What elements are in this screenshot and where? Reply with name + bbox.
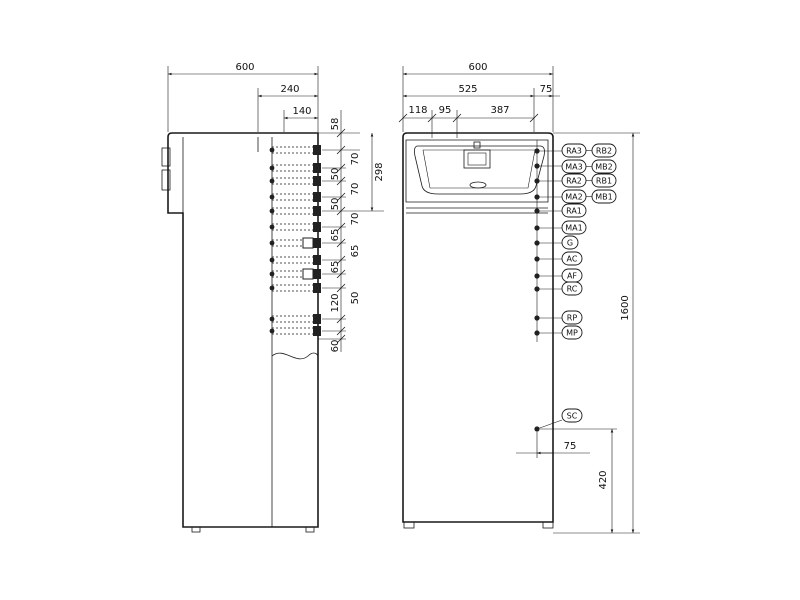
- label-rb1: RB1: [591, 173, 617, 188]
- side-view-body: [161, 132, 319, 533]
- label-rp: RP: [561, 310, 583, 325]
- svg-text:RA1: RA1: [566, 207, 582, 216]
- dim-side-65b: 65: [350, 245, 361, 258]
- pipe: [269, 206, 321, 216]
- label-ma2: MA2: [561, 189, 587, 204]
- label-rc: RC: [561, 281, 583, 296]
- label-ra1: RA1: [561, 203, 587, 218]
- dim-side-50c: 50: [350, 292, 361, 305]
- dim-side-50a: 50: [330, 168, 341, 181]
- svg-text:MB1: MB1: [595, 193, 612, 202]
- svg-text:SC: SC: [567, 412, 578, 421]
- dim-side-50b: 50: [330, 198, 341, 211]
- pipe: [269, 255, 321, 265]
- dim-side-58: 58: [330, 118, 341, 131]
- svg-text:RB1: RB1: [596, 177, 612, 186]
- label-ma3: MA3: [561, 159, 587, 174]
- dim-side-70c: 70: [350, 213, 361, 226]
- side-view-pipes: [269, 145, 321, 336]
- label-rb2: RB2: [591, 143, 617, 158]
- dim-front-width: 600: [468, 62, 487, 73]
- svg-text:RP: RP: [567, 314, 578, 323]
- dim-front-height: 1600: [620, 295, 631, 320]
- label-ra3: RA3: [561, 143, 587, 158]
- pipe: [269, 176, 321, 186]
- svg-text:RB2: RB2: [596, 147, 612, 156]
- svg-text:AC: AC: [567, 255, 578, 264]
- label-mb2: MB2: [591, 159, 617, 174]
- dim-side-width: 600: [235, 62, 254, 73]
- pipe: [269, 222, 321, 232]
- svg-text:RA3: RA3: [566, 147, 582, 156]
- dim-front-95: 95: [439, 105, 452, 116]
- svg-text:MA1: MA1: [565, 224, 582, 233]
- dim-front-420: 420: [598, 470, 609, 489]
- label-mp: MP: [561, 325, 583, 340]
- pipe: [269, 192, 321, 202]
- label-ra2: RA2: [561, 173, 587, 188]
- dim-side-65c: 65: [330, 261, 341, 274]
- side-view-horizontal-dimensions: 600 240 140: [167, 62, 319, 132]
- dim-side-depth-pipes: 140: [292, 106, 311, 117]
- front-view-body: [402, 132, 554, 529]
- svg-text:RA2: RA2: [566, 177, 582, 186]
- dim-front-387: 387: [490, 105, 509, 116]
- label-sc: SC: [561, 408, 583, 423]
- front-view-top-dimensions: 600 525 75 118 95 387: [398, 62, 560, 138]
- front-view: RA3 RB2 MA3 MB2 RA2 RB1 MA2 MB1 RA1 MA1 …: [398, 62, 640, 534]
- pipe: [269, 283, 321, 293]
- dim-side-60: 60: [330, 340, 341, 353]
- svg-text:MP: MP: [566, 329, 578, 338]
- label-mb1: MB1: [591, 189, 617, 204]
- label-af: AF: [561, 268, 583, 283]
- front-view-height-dimension: 1600: [553, 132, 640, 534]
- pipe: [269, 326, 321, 336]
- pipe: [269, 314, 321, 324]
- svg-text:RC: RC: [567, 285, 578, 294]
- dim-front-75-top: 75: [540, 84, 553, 95]
- svg-text:AF: AF: [567, 272, 577, 281]
- front-view-connection-labels: RA3 RB2 MA3 MB2 RA2 RB1 MA2 MB1 RA1 MA1 …: [561, 143, 617, 423]
- dim-side-depth-connections: 240: [280, 84, 299, 95]
- label-g: G: [561, 235, 579, 250]
- label-ma1: MA1: [561, 220, 587, 235]
- side-view: 600 240 140 58 70 50: [161, 62, 385, 533]
- dim-front-525: 525: [458, 84, 477, 95]
- dim-side-70a: 70: [350, 153, 361, 166]
- pipe: [269, 237, 321, 249]
- dim-side-65a: 65: [330, 229, 341, 242]
- dim-side-70b: 70: [350, 183, 361, 196]
- pipe: [269, 163, 321, 173]
- side-view-vertical-dimensions: 58 70 50 70 50 70 65 65 65 120 50 60 298: [318, 110, 385, 352]
- front-view-bottom-dimensions: 420 75: [516, 428, 617, 533]
- pipe: [269, 268, 321, 280]
- label-ac: AC: [561, 251, 583, 266]
- svg-text:MB2: MB2: [595, 163, 612, 172]
- pipe: [269, 145, 321, 155]
- svg-text:G: G: [567, 239, 573, 248]
- svg-text:MA3: MA3: [565, 163, 582, 172]
- front-view-connection-dots: [534, 148, 563, 432]
- dim-side-120: 120: [330, 293, 341, 312]
- dim-side-298: 298: [374, 162, 385, 181]
- svg-text:MA2: MA2: [565, 193, 582, 202]
- dim-front-75-bottom: 75: [564, 441, 577, 452]
- dim-front-118: 118: [408, 105, 427, 116]
